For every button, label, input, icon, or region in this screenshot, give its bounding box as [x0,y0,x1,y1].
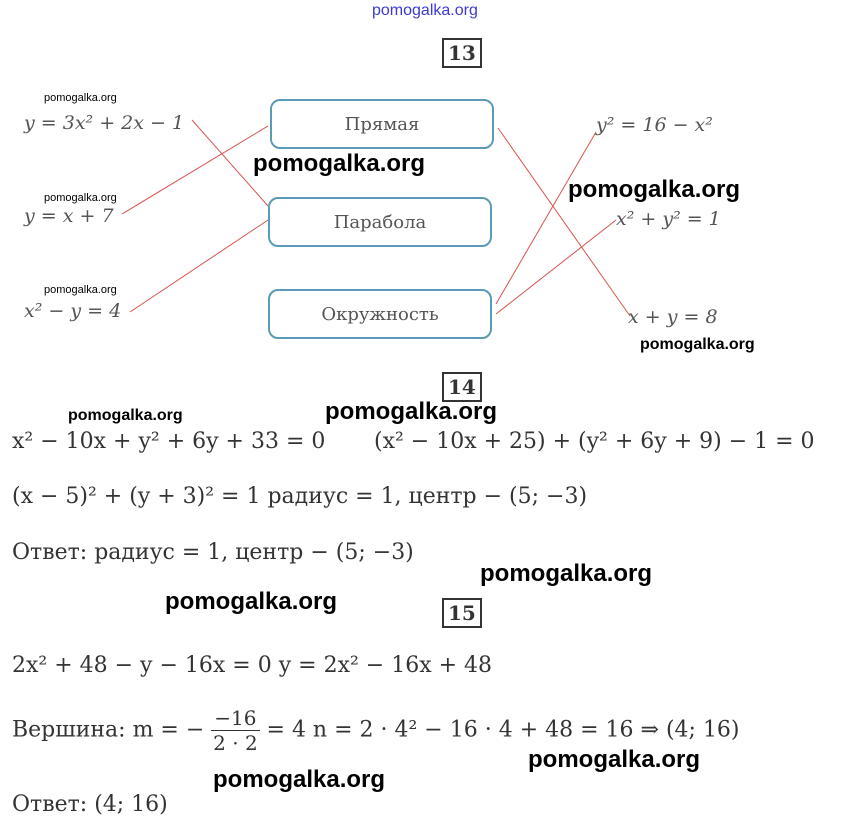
left-equation-2: y = x + 7 [24,205,114,227]
task-14-line-1a: x² − 10x + y² + 6y + 33 = 0 [12,429,326,454]
task-13-number: 13 [442,38,482,68]
fraction-numerator: −16 [211,706,260,731]
task-14-answer: Ответ: радиус = 1, центр − (5; −3) [12,540,414,565]
right-equation-3: x + y = 8 [628,306,718,328]
task-14-line-1b: (x² − 10x + 25) + (y² + 6y + 9) − 1 = 0 [374,429,815,454]
watermark: pomogalka.org [253,150,426,177]
category-circle: Окружность [268,289,492,339]
task-15-answer: Ответ: (4; 16) [12,792,168,817]
arrow-1 [191,119,269,207]
right-equation-1: y² = 16 − x² [596,114,713,136]
watermark: pomogalka.org [325,398,498,425]
watermark: pomogalka.org [640,336,755,353]
fraction-denominator: 2 · 2 [213,731,258,755]
watermark: pomogalka.org [528,746,701,773]
category-parabola: Парабола [268,197,492,247]
task-15-number: 15 [442,598,482,628]
left-equation-1: y = 3x² + 2x − 1 [24,112,185,134]
watermark: pomogalka.org [213,766,386,793]
task-15-line-1: 2x² + 48 − y − 16x = 0 y = 2x² − 16x + 4… [12,653,493,678]
arrow-5 [495,219,617,315]
category-line: Прямая [270,99,494,149]
right-equation-2: x² + y² = 1 [616,208,721,230]
left-equation-3: x² − y = 4 [24,300,122,322]
arrow-2 [121,125,269,215]
watermark: pomogalka.org [68,407,183,424]
watermark-top: pomogalka.org [372,2,478,19]
vertex-prefix: Вершина: m = − [12,717,205,743]
task-14-line-2: (x − 5)² + (y + 3)² = 1 радиус = 1, цент… [12,484,588,509]
watermark: pomogalka.org [480,560,653,587]
watermark: pomogalka.org [165,588,338,615]
task-14-number: 14 [442,372,482,402]
task-15-vertex: Вершина: m = − −16 2 · 2 = 4 n = 2 · 4² … [12,706,740,755]
watermark: pomogalka.org [44,92,117,104]
arrow-6 [497,127,631,317]
watermark: pomogalka.org [568,176,741,203]
matching-arrows [121,119,631,317]
vertex-suffix: = 4 n = 2 · 4² − 16 · 4 + 48 = 16 ⇒ (4; … [266,717,740,743]
watermark: pomogalka.org [44,192,117,204]
arrow-3 [129,219,269,313]
arrow-4 [495,131,597,305]
watermark: pomogalka.org [44,284,117,296]
vertex-fraction: −16 2 · 2 [211,706,260,755]
